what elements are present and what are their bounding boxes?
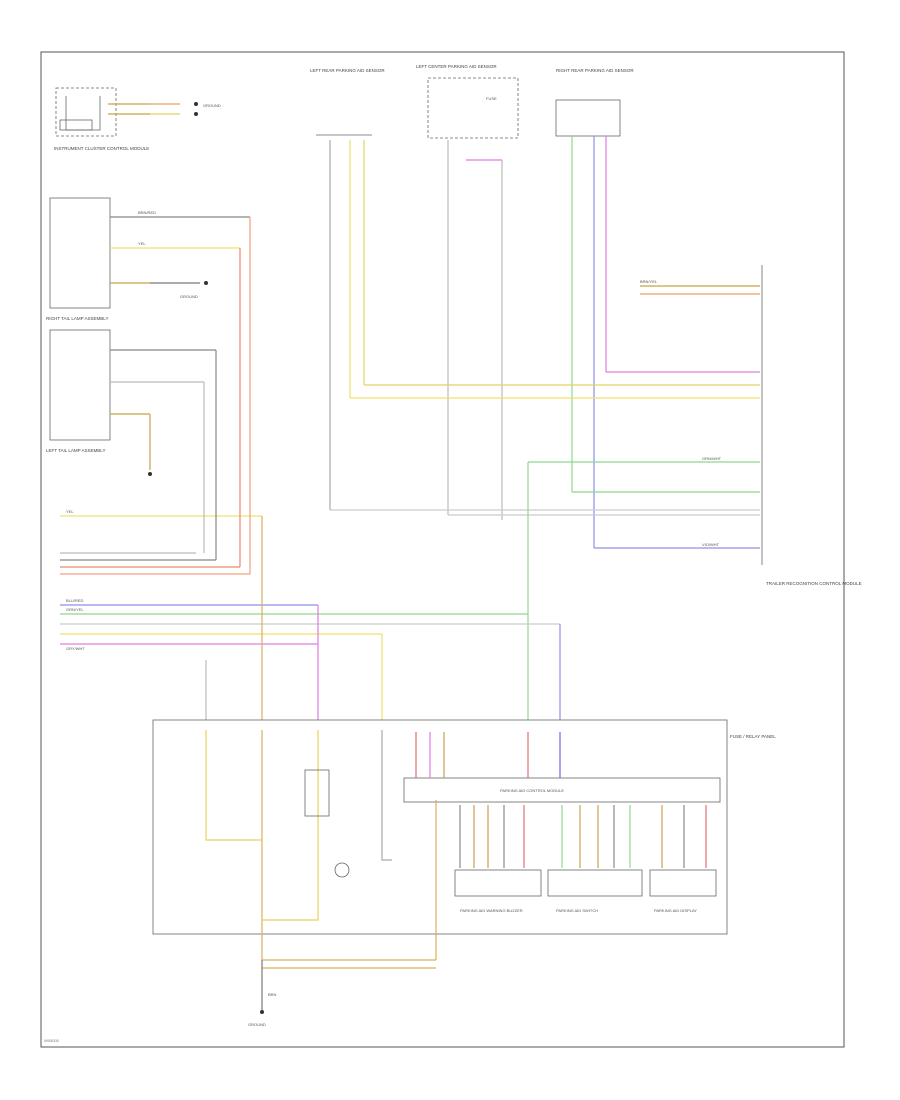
right-tail-wire-1: BRN/RED bbox=[138, 210, 156, 215]
bundle-wire-2: BLU/RED bbox=[66, 598, 83, 603]
left-tail-lamp-component: LEFT TAIL LAMP ASSEMBLY bbox=[46, 329, 216, 476]
ground-bus: GROUND BRN bbox=[248, 930, 436, 1027]
trailer-wire-1: BRN/YEL bbox=[640, 279, 658, 284]
cluster-ground-label: GROUND bbox=[203, 103, 221, 108]
bundle-wire-4: GRY/WHT bbox=[66, 646, 85, 651]
right-tail-wire-2: YEL bbox=[138, 241, 146, 246]
fuse-label: FUSE bbox=[486, 96, 497, 101]
module-unit-title: PARKING AID CONTROL MODULE bbox=[500, 788, 564, 793]
rear-left-sensor-title: LEFT REAR PARKING AID SENSOR bbox=[310, 68, 385, 73]
bundle-wire-1: YEL bbox=[66, 509, 74, 514]
bottom-wire-label: BRN bbox=[268, 992, 277, 997]
right-tail-title: RIGHT TAIL LAMP ASSEMBLY bbox=[46, 316, 108, 321]
rear-center-sensor-component: LEFT CENTER PARKING AID SENSOR FUSE bbox=[416, 64, 519, 520]
trailer-module-title: TRAILER RECOGNITION CONTROL MODULE bbox=[766, 581, 862, 586]
sub-c-title: PARKING AID DISPLAY bbox=[654, 908, 697, 913]
trailer-wire-3: VIO/WHT bbox=[702, 542, 720, 547]
sub-b-title: PARKING AID SWITCH bbox=[556, 908, 598, 913]
left-tail-title: LEFT TAIL LAMP ASSEMBLY bbox=[46, 448, 105, 453]
bottom-ground-label: GROUND bbox=[248, 1022, 266, 1027]
trailer-module-component: BRN/YEL GRN/WHT VIO/WHT TRAILER RECOGNIT… bbox=[640, 265, 862, 586]
trailer-wire-2: GRN/WHT bbox=[702, 456, 722, 461]
rear-left-sensor-component: LEFT REAR PARKING AID SENSOR bbox=[310, 68, 385, 510]
left-connector-bundle: YEL BLU/RED GRN/YEL GRY/WHT bbox=[60, 509, 560, 651]
rear-center-sensor-title: LEFT CENTER PARKING AID SENSOR bbox=[416, 64, 497, 69]
right-tail-lamp-component: GROUND RIGHT TAIL LAMP ASSEMBLY BRN/RED … bbox=[46, 197, 250, 321]
rear-right-sensor-title: RIGHT REAR PARKING AID SENSOR bbox=[556, 68, 634, 73]
page-id: W00000 bbox=[44, 1038, 60, 1043]
right-tail-ground-label: GROUND bbox=[180, 294, 198, 299]
cluster-title: INSTRUMENT CLUSTER CONTROL MODULE bbox=[54, 146, 149, 151]
instrument-cluster-component: GROUND INSTRUMENT CLUSTER CONTROL MODULE bbox=[54, 87, 221, 151]
bundle-wire-3: GRN/YEL bbox=[66, 607, 84, 612]
control-module-component: FUSE / RELAY PANEL PARKING AID CONTROL M… bbox=[152, 719, 776, 960]
diagram-frame bbox=[40, 51, 845, 1048]
module-pin-group bbox=[459, 805, 707, 868]
sub-a-title: PARKING AID WARNING BUZZER bbox=[460, 908, 523, 913]
rear-right-sensor-component: RIGHT REAR PARKING AID SENSOR bbox=[555, 68, 634, 548]
fuse-box-title: FUSE / RELAY PANEL bbox=[730, 734, 776, 739]
